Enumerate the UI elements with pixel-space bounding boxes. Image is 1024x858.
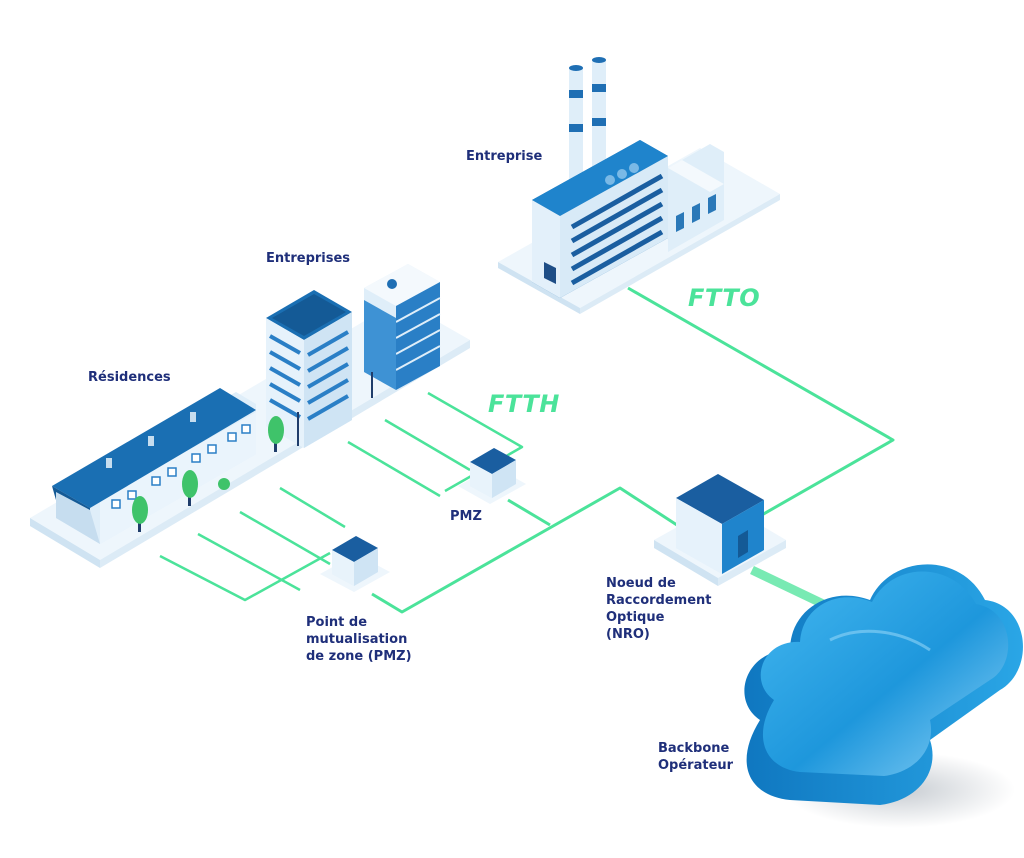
pmz-line-1: Point de bbox=[306, 615, 368, 630]
nro-line-2: Raccordement bbox=[606, 593, 712, 608]
label-ftth: FTTH bbox=[488, 390, 560, 418]
nro-line-1: Noeud de bbox=[606, 576, 676, 591]
label-pmz-full: Point de mutualisation de zone (PMZ) bbox=[306, 614, 412, 665]
label-ftto: FTTO bbox=[688, 284, 761, 312]
fiber-links bbox=[159, 286, 895, 614]
label-entreprise: Entreprise bbox=[466, 149, 543, 164]
pmz-line-3: de zone (PMZ) bbox=[306, 649, 412, 664]
ftth-line-4 bbox=[279, 486, 346, 529]
backbone-line-1: Backbone bbox=[658, 741, 730, 756]
pmz-cabinet-right bbox=[458, 448, 526, 504]
ftto-link bbox=[627, 286, 895, 518]
nro-line-3: Optique bbox=[606, 610, 665, 625]
ftth-line-2 bbox=[384, 418, 471, 472]
label-pmz-short: PMZ bbox=[450, 509, 482, 524]
label-entreprises: Entreprises bbox=[266, 251, 351, 266]
label-backbone: Backbone Opérateur bbox=[658, 740, 733, 774]
nro-to-pmz-link bbox=[371, 486, 701, 614]
backbone-cloud bbox=[744, 564, 1023, 828]
ftth-line-6 bbox=[197, 532, 301, 592]
ftth-line-5 bbox=[239, 510, 331, 566]
label-nro: Noeud de Raccordement Optique (NRO) bbox=[606, 575, 712, 643]
ftth-line-7 bbox=[159, 551, 331, 602]
backbone-line-2: Opérateur bbox=[658, 758, 734, 773]
factory-building bbox=[498, 57, 780, 314]
pmz-cabinet-left bbox=[320, 536, 390, 592]
pmz-right-link bbox=[507, 498, 551, 527]
pmz-line-2: mutualisation bbox=[306, 632, 408, 647]
nro-line-4: (NRO) bbox=[606, 627, 650, 642]
nro-building bbox=[654, 474, 786, 586]
ftth-line-3 bbox=[347, 440, 441, 498]
residences-building bbox=[52, 388, 256, 544]
label-residences: Résidences bbox=[88, 370, 171, 385]
